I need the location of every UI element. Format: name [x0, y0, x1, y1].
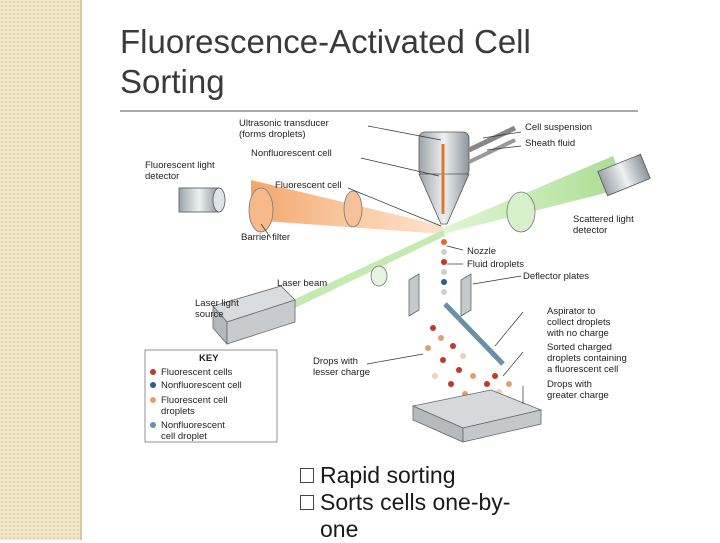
label-sorted-1: Sorted charged	[547, 342, 612, 353]
label-lesser-charge-1: Drops with	[313, 356, 358, 367]
key-box	[144, 349, 278, 443]
slide-title-line-2: Sorting	[120, 63, 225, 100]
collection-tray	[411, 389, 543, 443]
facs-diagram: Ultrasonic transducer (forms droplets) C…	[143, 114, 673, 452]
bullet-text: Sorts cells one-by-	[320, 489, 511, 515]
sorted-droplets	[425, 325, 512, 403]
label-fluid-droplets: Fluid droplets	[467, 259, 524, 270]
deflector-plates	[408, 273, 472, 317]
label-greater-charge-1: Drops with	[547, 379, 592, 390]
key-nonfluorescent-droplet-1: Nonfluorescent	[161, 420, 225, 431]
label-scattered-detector-2: detector	[573, 225, 607, 236]
label-greater-charge-2: greater charge	[547, 390, 609, 401]
label-nonfluorescent-cell: Nonfluorescent cell	[251, 148, 332, 159]
scattered-light-beam	[443, 156, 625, 234]
key-fluorescent-droplets-1: Fluorescent cell	[161, 395, 228, 406]
checkbox-icon	[300, 468, 314, 483]
aspirator-tube	[443, 302, 505, 366]
laser-light-source	[212, 285, 296, 346]
bullet-item: Rapid sorting	[300, 462, 700, 489]
label-laser-source-1: Laser light	[195, 298, 239, 309]
label-scattered-detector-1: Scattered light	[573, 214, 634, 225]
label-fluorescent-cell: Fluorescent cell	[275, 180, 342, 191]
label-aspirator-3: with no charge	[546, 328, 609, 339]
sidebar-divider	[80, 0, 82, 540]
label-fluorescent-detector-2: detector	[145, 171, 179, 182]
decorative-sidebar	[0, 0, 80, 540]
slide-title: Fluorescence-Activated Cell Sorting	[120, 22, 680, 102]
label-deflector-plates: Deflector plates	[523, 271, 589, 282]
title-underline	[120, 110, 638, 112]
bullet-list: Rapid sorting Sorts cells one-by- one	[300, 462, 700, 543]
label-ultrasonic-transducer: Ultrasonic transducer	[239, 118, 329, 129]
bullet-continuation: one	[300, 516, 700, 543]
leader-lines	[260, 125, 524, 404]
slide-title-line-1: Fluorescence-Activated Cell	[120, 23, 531, 60]
key-title: KEY	[199, 353, 219, 364]
label-nozzle: Nozzle	[467, 246, 496, 257]
bullet-text: Rapid sorting	[320, 462, 456, 488]
label-sorted-3: a fluorescent cell	[547, 364, 618, 375]
label-cell-suspension: Cell suspension	[525, 122, 592, 133]
label-forms-droplets: (forms droplets)	[239, 129, 306, 140]
checkbox-icon	[300, 495, 314, 510]
laser-lens	[370, 265, 388, 287]
label-barrier-filter: Barrier filter	[241, 232, 290, 243]
scattered-light-detector	[597, 153, 651, 197]
droplet-stream	[441, 239, 447, 295]
key-nonfluorescent-droplet-2: cell droplet	[161, 431, 207, 442]
key-fluorescent-cells: Fluorescent cells	[161, 367, 233, 378]
key-nonfluorescent-cell: Nonfluorescent cell	[161, 380, 242, 391]
label-sheath-fluid: Sheath fluid	[525, 138, 575, 149]
label-aspirator-2: collect droplets	[547, 317, 611, 328]
fluorescent-lens	[343, 190, 363, 228]
fluorescent-light-detector	[178, 187, 226, 213]
bullet-item: Sorts cells one-by-	[300, 489, 700, 516]
label-lesser-charge-2: lesser charge	[313, 367, 370, 378]
barrier-filter-lens	[248, 187, 274, 233]
bullet-text: one	[320, 516, 359, 542]
label-fluorescent-detector-1: Fluorescent light	[145, 160, 215, 171]
label-sorted-2: droplets containing	[547, 353, 627, 364]
label-aspirator-1: Aspirator to	[547, 306, 596, 317]
label-laser-source-2: source	[195, 309, 224, 320]
nozzle-assembly	[418, 125, 517, 225]
key-fluorescent-droplets-2: droplets	[161, 406, 195, 417]
label-laser-beam: Laser beam	[277, 278, 327, 289]
scatter-lens	[506, 191, 536, 233]
laser-beam	[293, 230, 445, 308]
